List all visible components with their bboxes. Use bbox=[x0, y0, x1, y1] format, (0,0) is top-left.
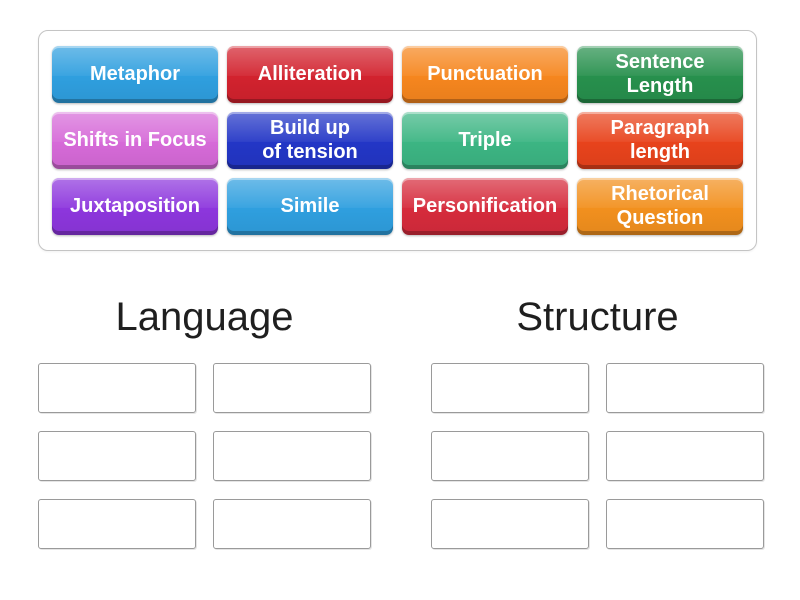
tile-alliteration[interactable]: Alliteration bbox=[227, 46, 393, 103]
drop-slot[interactable] bbox=[213, 499, 371, 549]
tile-metaphor[interactable]: Metaphor bbox=[52, 46, 218, 103]
tile-paragraph-length[interactable]: Paragraph length bbox=[577, 112, 743, 169]
drop-slot[interactable] bbox=[431, 431, 589, 481]
group-structure: Structure bbox=[431, 291, 764, 549]
drop-slot[interactable] bbox=[606, 431, 764, 481]
drop-slot[interactable] bbox=[606, 499, 764, 549]
tile-triple[interactable]: Triple bbox=[402, 112, 568, 169]
drop-slot[interactable] bbox=[213, 363, 371, 413]
slot-grid-language bbox=[38, 363, 371, 549]
drop-slot[interactable] bbox=[431, 363, 589, 413]
group-language: Language bbox=[38, 291, 371, 549]
tile-sentence-length[interactable]: Sentence Length bbox=[577, 46, 743, 103]
tile-juxtaposition[interactable]: Juxtaposition bbox=[52, 178, 218, 235]
drop-slot[interactable] bbox=[213, 431, 371, 481]
tile-build-up-of-tension[interactable]: Build up of tension bbox=[227, 112, 393, 169]
slot-grid-structure bbox=[431, 363, 764, 549]
drop-slot[interactable] bbox=[606, 363, 764, 413]
tile-rhetorical-question[interactable]: Rhetorical Question bbox=[577, 178, 743, 235]
tile-personification[interactable]: Personification bbox=[402, 178, 568, 235]
drop-slot[interactable] bbox=[38, 431, 196, 481]
drop-slot[interactable] bbox=[431, 499, 589, 549]
drop-slot[interactable] bbox=[38, 363, 196, 413]
drop-slot[interactable] bbox=[38, 499, 196, 549]
tile-simile[interactable]: Simile bbox=[227, 178, 393, 235]
group-title-language: Language bbox=[115, 295, 294, 339]
tile-tray: Metaphor Alliteration Punctuation Senten… bbox=[38, 30, 757, 251]
tile-shifts-in-focus[interactable]: Shifts in Focus bbox=[52, 112, 218, 169]
drop-groups: Language Structure bbox=[38, 291, 800, 549]
tile-punctuation[interactable]: Punctuation bbox=[402, 46, 568, 103]
group-title-structure: Structure bbox=[516, 295, 679, 339]
